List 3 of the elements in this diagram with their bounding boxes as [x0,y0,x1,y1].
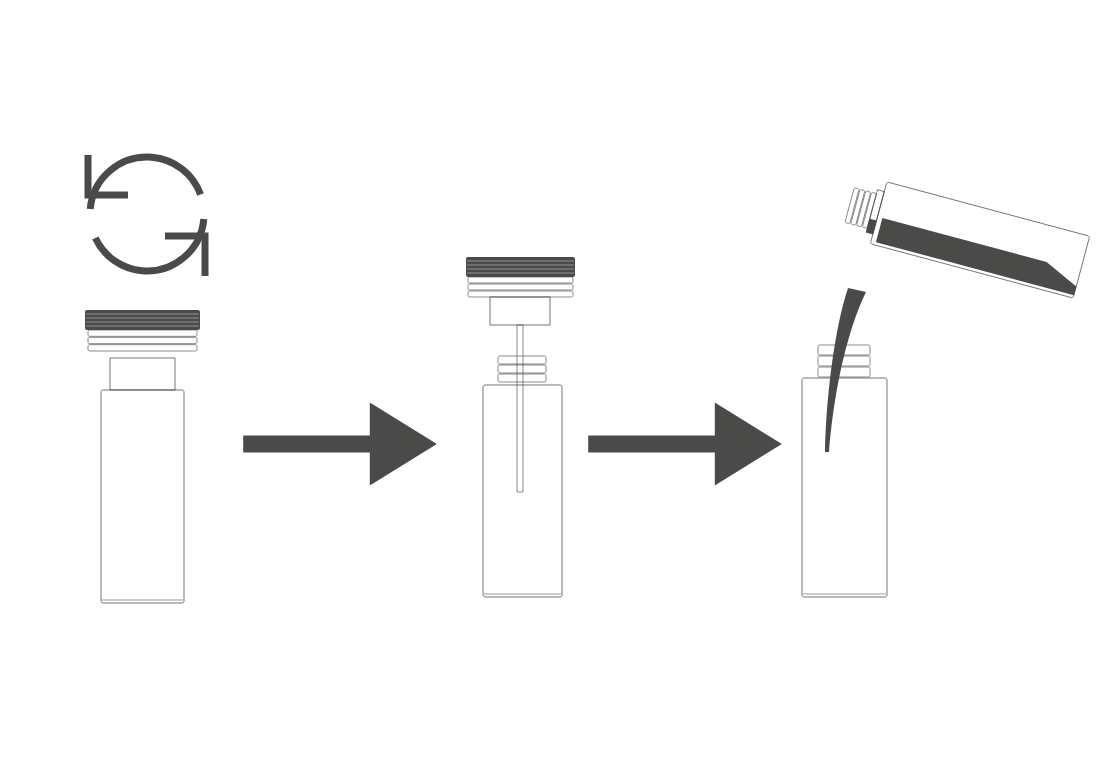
bottle-drawing [466,257,575,598]
bottle-drawing [801,182,1090,598]
bottle-drawing [85,310,200,604]
